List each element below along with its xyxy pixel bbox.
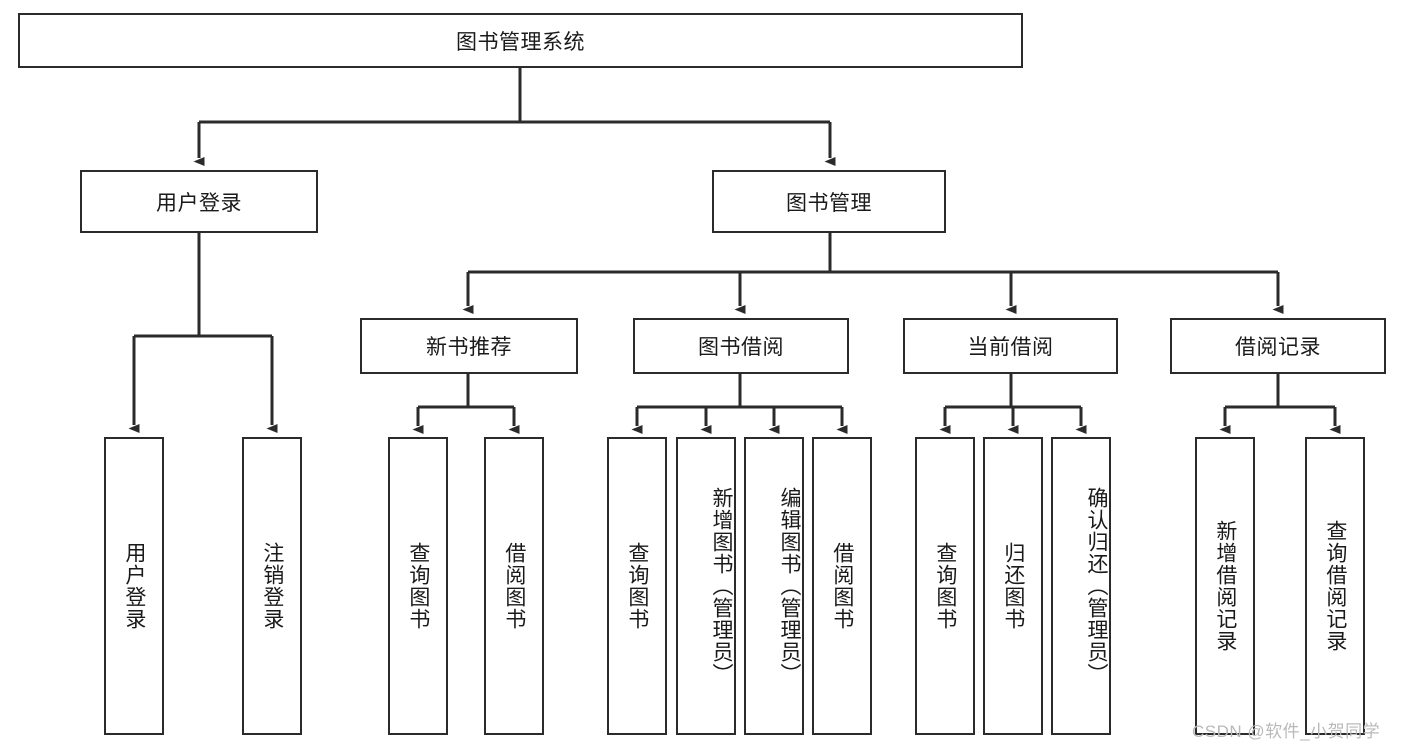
node-leaf-edit-book[interactable]: 编辑图书（管理员） (744, 437, 804, 735)
node-leaf-query-book-1[interactable]: 查询图书 (388, 437, 448, 735)
connector-new-book-rec-to-leaves (412, 374, 520, 434)
connector-borrow-record-to-leaves (1219, 374, 1341, 434)
connector-current-borrow-to-leaves (939, 374, 1087, 434)
node-user-login[interactable]: 用户登录 (80, 170, 318, 233)
node-leaf-add-book[interactable]: 新增图书（管理员） (676, 437, 736, 735)
node-root[interactable]: 图书管理系统 (18, 13, 1023, 68)
node-leaf-confirm-return[interactable]: 确认归还（管理员） (1051, 437, 1111, 735)
node-current-borrow[interactable]: 当前借阅 (903, 318, 1118, 374)
connector-root-to-level1 (193, 68, 836, 166)
connector-book-borrow-to-leaves (631, 374, 848, 434)
node-leaf-return-book[interactable]: 归还图书 (983, 437, 1043, 735)
node-borrow-record[interactable]: 借阅记录 (1170, 318, 1386, 374)
node-leaf-borrow-book-1[interactable]: 借阅图书 (484, 437, 544, 735)
node-leaf-query-record[interactable]: 查询借阅记录 (1305, 437, 1365, 735)
node-book-manage[interactable]: 图书管理 (712, 170, 946, 233)
connector-user-login-to-leaves (128, 233, 278, 433)
node-new-book-rec[interactable]: 新书推荐 (360, 318, 578, 374)
connector-book-manage-to-level2 (462, 233, 1284, 314)
node-leaf-add-record[interactable]: 新增借阅记录 (1195, 437, 1255, 735)
node-leaf-borrow-book-2[interactable]: 借阅图书 (812, 437, 872, 735)
node-leaf-query-book-3[interactable]: 查询图书 (915, 437, 975, 735)
node-leaf-logout[interactable]: 注销登录 (242, 437, 302, 735)
node-leaf-query-book-2[interactable]: 查询图书 (607, 437, 667, 735)
node-leaf-user-login[interactable]: 用户登录 (104, 437, 164, 735)
node-book-borrow[interactable]: 图书借阅 (633, 318, 849, 374)
csdn-watermark: CSDN @软件_小贺同学 (1192, 722, 1381, 741)
